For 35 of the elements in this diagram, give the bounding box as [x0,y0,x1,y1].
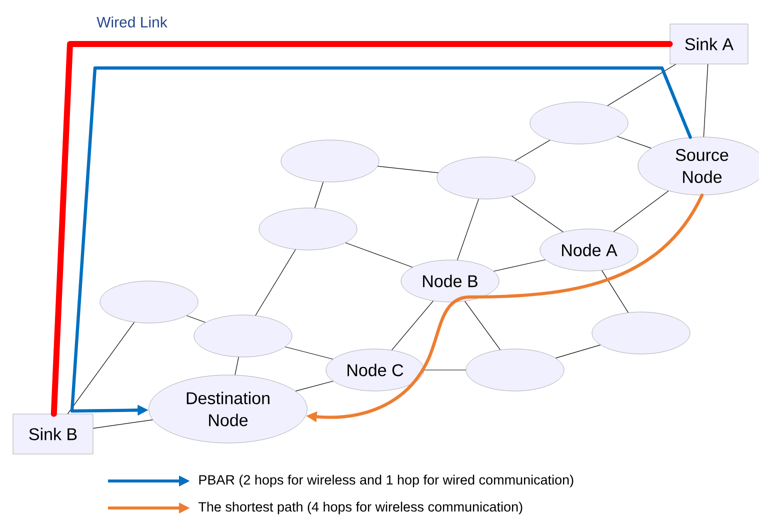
sensor-node-ellipse [280,140,380,182]
link-line [314,182,324,208]
link-line [512,196,564,232]
link-line [255,249,296,316]
link-line [345,242,413,268]
link-line [377,166,439,174]
sensor-node-ellipse [194,314,292,358]
link-line [607,64,676,106]
link-line [493,259,546,272]
sensor-node-ellipse [436,156,536,200]
link-line [555,344,601,358]
sensor-node-ellipse [466,348,564,392]
link-line [92,419,153,429]
link-line [295,380,334,392]
link-line [613,190,669,232]
sensor-node-ellipse [530,102,628,144]
link-line [616,136,652,148]
sink-box: Sink B [12,414,94,454]
link-line [602,270,628,313]
link-line [392,300,434,350]
sensor-node-ellipse [592,312,690,354]
legend-text: PBAR (2 hops for wireless and 1 hop for wired communication) [199,474,574,488]
link-line [67,322,135,414]
link-line [234,356,239,376]
sink-box: Sink A [670,24,748,64]
link-line [703,64,708,138]
legend-text: The shortest path (4 hops for wireless communication) [198,502,522,514]
sensor-node-ellipse [258,208,358,250]
edge-label: Wired Link [96,16,168,28]
link-line [284,346,334,360]
link-line [514,140,550,162]
link-line [457,198,479,260]
link-line [464,300,501,350]
link-line [186,315,206,323]
sensor-node-ellipse [100,280,198,324]
